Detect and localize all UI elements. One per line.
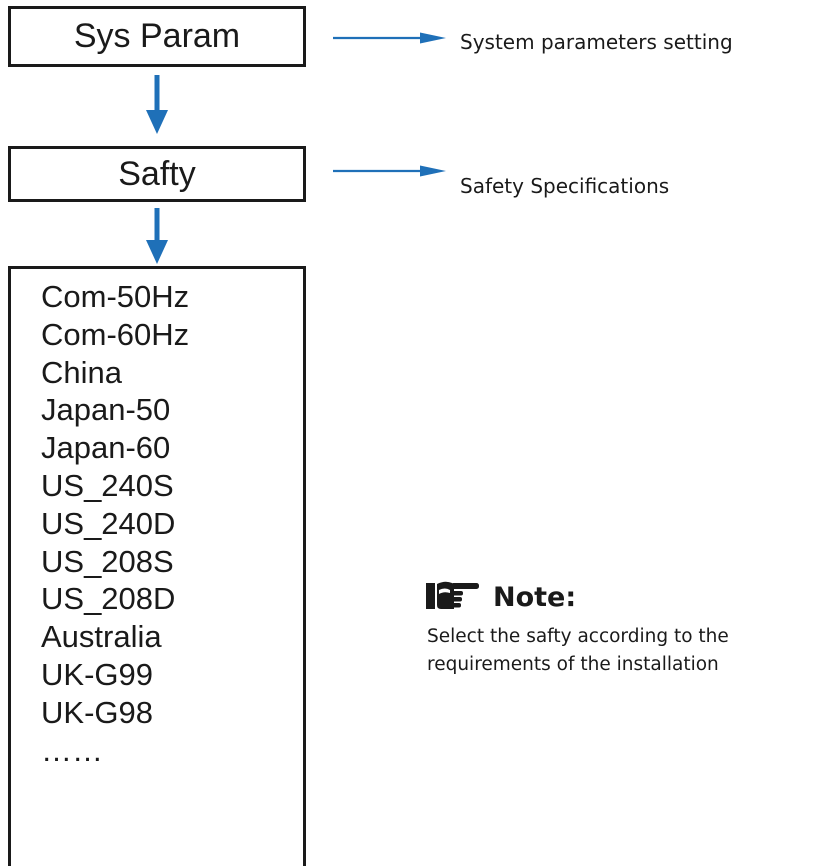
list-item: UK-G99	[41, 656, 153, 692]
list-item: Com-60Hz	[41, 316, 190, 352]
note-text: Select the safty according to the requir…	[427, 623, 813, 679]
arrow-right-safety-desc	[333, 165, 446, 177]
list-item: US_208S	[41, 543, 174, 579]
sys-param-description: System parameters setting	[460, 30, 733, 54]
note-line: requirements of the installation	[427, 654, 719, 675]
note-title: Note:	[493, 582, 577, 613]
list-item: Australia	[41, 619, 162, 655]
list-item: US_208D	[41, 581, 176, 617]
arrow-down-safety-to-list	[146, 208, 168, 264]
list-item-ellipsis: ……	[41, 732, 103, 768]
list-item: US_240S	[41, 467, 174, 503]
list-item: US_240D	[41, 505, 176, 541]
safety-description: Safety Specifications	[460, 174, 670, 198]
arrow-down-sys-to-safety	[146, 75, 168, 134]
sys-param-label: Sys Param	[73, 17, 241, 55]
arrow-right-sys-desc	[333, 32, 446, 44]
safety-options-list: Com-50Hz Com-60Hz China Japan-50 Japan-6…	[8, 266, 306, 866]
note-line: Select the safty according to the	[427, 626, 729, 647]
connector-arrows	[146, 32, 446, 264]
list-item: UK-G98	[41, 694, 153, 730]
list-item: Com-50Hz	[41, 279, 190, 314]
pointing-hand-icon	[425, 578, 481, 617]
list-item: Japan-50	[41, 392, 171, 428]
note-header: Note:	[425, 578, 576, 617]
list-item: Japan-60	[41, 430, 171, 466]
list-item: China	[41, 354, 122, 390]
safety-box: Safty	[8, 146, 306, 202]
safety-label: Safty	[118, 154, 196, 193]
sys-param-box: Sys Param	[8, 6, 306, 67]
